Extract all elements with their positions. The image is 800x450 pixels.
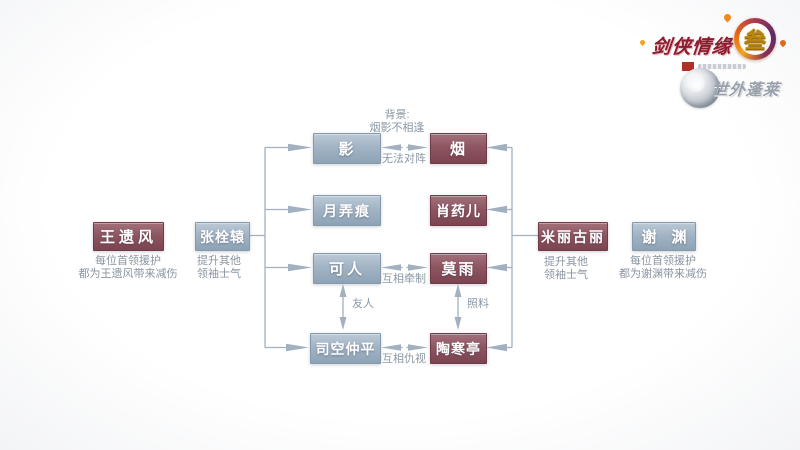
node-zhangshuanyuan: 张栓辕 <box>195 222 250 251</box>
label-background-title: 背景: <box>384 109 410 121</box>
node-xieyuan: 谢 渊 <box>632 222 696 251</box>
node-ying: 影 <box>313 133 381 164</box>
flame-icon <box>778 38 788 48</box>
caption-miliguli-line1: 提升其他 <box>544 256 588 268</box>
logo-fine-print <box>698 64 746 69</box>
label-keren-moyu: 互相牵制 <box>382 273 426 285</box>
node-yan: 烟 <box>430 133 487 164</box>
node-moyu: 莫雨 <box>430 253 487 284</box>
caption-miliguli-line2: 领袖士气 <box>544 269 588 281</box>
node-miliguli: 米丽古丽 <box>538 222 608 251</box>
node-keren: 可人 <box>313 253 381 284</box>
label-yan-ying: 无法对阵 <box>382 153 426 165</box>
node-taohanting: 陶寒亭 <box>430 333 487 364</box>
caption-wangyifeng-line2: 都为王遗风带来减伤 <box>78 268 178 280</box>
flame-ring-icon <box>734 18 776 60</box>
label-background-text: 烟影不相逢 <box>369 122 425 134</box>
label-friend: 友人 <box>352 298 374 310</box>
caption-wangyifeng-line1: 每位首领援护 <box>95 255 161 267</box>
logo-number-three: 叁 <box>743 28 766 53</box>
logo-red-badge <box>682 62 694 71</box>
node-xiaoyaoer: 肖药儿 <box>430 195 487 226</box>
flame-icon <box>638 38 647 47</box>
caption-zhangshuanyuan-line2: 领袖士气 <box>197 268 241 280</box>
caption-zhangshuanyuan-line1: 提升其他 <box>197 255 241 267</box>
label-care: 照料 <box>467 298 489 310</box>
game-logo: 剑侠情缘 叁 世外蓬莱 <box>638 10 798 110</box>
flame-icon <box>722 12 733 23</box>
node-sikongzhongping: 司空仲平 <box>310 333 381 364</box>
caption-xieyuan-line1: 每位首领援护 <box>630 255 696 267</box>
node-wangyifeng: 王遗风 <box>93 222 164 251</box>
caption-xieyuan-line2: 都为谢渊带来减伤 <box>619 268 707 280</box>
node-yuenonghen: 月弄痕 <box>313 195 381 226</box>
moon-swirl-icon <box>680 68 720 108</box>
logo-title-text: 剑侠情缘 <box>650 37 733 58</box>
logo-expansion-text: 世外蓬莱 <box>711 82 781 99</box>
label-hate: 互相仇视 <box>382 353 426 365</box>
